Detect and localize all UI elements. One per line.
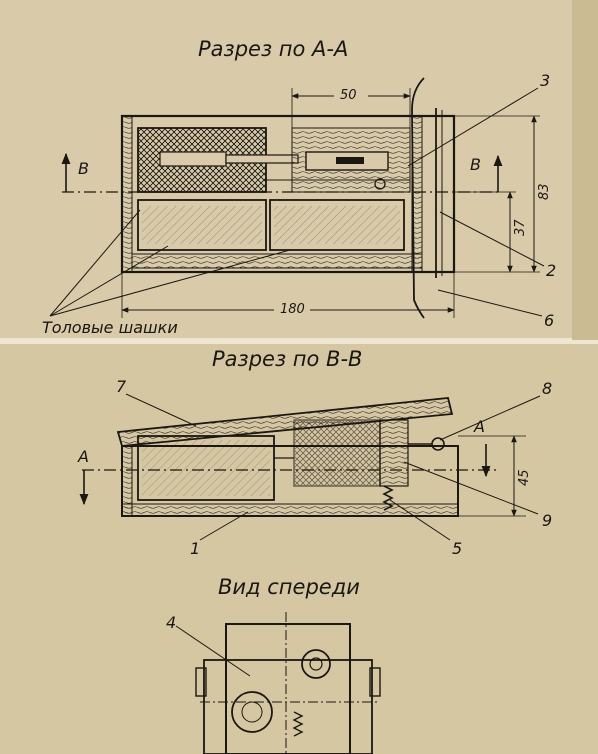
leader-4 (175, 625, 251, 677)
callout-9: 9 (542, 511, 552, 530)
pin-ring-icon (374, 178, 386, 190)
fuse-housing (379, 419, 409, 487)
callout-6: 6 (544, 311, 554, 330)
dim-180-bg (274, 301, 310, 315)
front-base-frame (203, 659, 373, 754)
fuse-cap-inner (309, 657, 323, 671)
charge-end-circle (231, 691, 273, 733)
section-aa-title: Разрез по А-А (198, 37, 348, 61)
charge-right-shading (274, 206, 400, 244)
leader-6 (437, 289, 543, 317)
cut-marker-b-right: В (470, 155, 481, 174)
leader-2 (439, 211, 545, 267)
section-bb: Разрез по В-В А А 45 7 8 (77, 347, 552, 558)
right-latch (369, 667, 381, 697)
callout-2: 2 (546, 261, 556, 280)
dimension-37: 37 (513, 219, 528, 236)
box-bb-left-wall (121, 445, 133, 517)
charge-end-inner (241, 701, 263, 723)
box-bb-bottom-board (121, 503, 459, 517)
fuse-cap-icon (301, 649, 331, 679)
callout-5: 5 (452, 539, 462, 558)
leader-3 (407, 87, 539, 167)
detonator-channel (159, 151, 227, 167)
callout-1: 1 (190, 539, 200, 558)
box-aa-bottom-board (131, 253, 423, 269)
dimension-45: 45 (517, 469, 532, 486)
fuse-striker (336, 157, 364, 164)
leader-tnt-2 (49, 245, 169, 317)
front-spring-icon (292, 711, 304, 737)
callout-4: 4 (166, 613, 176, 632)
page-edge-shadow (572, 0, 598, 340)
leader-9 (403, 461, 539, 515)
left-latch (195, 667, 207, 697)
front-view-title: Вид спереди (218, 575, 360, 599)
front-view: Вид спереди 4 (166, 575, 381, 754)
cut-marker-b-left: В (78, 159, 89, 178)
dimension-180: 180 (280, 302, 305, 317)
front-box-outline (225, 623, 351, 754)
leader-7 (125, 393, 197, 427)
charge-left-shading (142, 206, 262, 244)
cut-marker-a-right: А (473, 417, 485, 436)
spring-icon (382, 485, 394, 511)
explosive-charge-lower-right (269, 199, 405, 251)
tnt-annotation: Толовые шашки (42, 318, 178, 337)
fuse-block-bb (293, 419, 381, 487)
detonator-tube (225, 154, 299, 164)
panel-seam (0, 338, 598, 344)
section-bb-title: Разрез по В-В (212, 347, 362, 371)
callout-8: 8 (542, 379, 552, 398)
callout-3: 3 (540, 71, 550, 90)
cut-marker-a-left: А (77, 447, 89, 466)
lower-panel (0, 342, 598, 754)
leader-8 (439, 395, 541, 441)
charge-cylinder (137, 435, 275, 501)
dimension-83: 83 (537, 183, 552, 200)
lid-board (116, 397, 454, 447)
dim-50-bg (334, 87, 368, 101)
leader-tnt-1 (49, 209, 141, 317)
callout-7: 7 (116, 377, 127, 396)
box-aa-left-wall (121, 115, 133, 273)
dimension-50: 50 (340, 88, 357, 103)
leader-tnt-3 (49, 249, 291, 317)
charge-cylinder-shading (142, 440, 270, 496)
explosive-charge-lower-left (137, 199, 267, 251)
leader-5 (389, 499, 451, 541)
leader-1 (199, 511, 249, 541)
section-aa: Разрез по А-А В В (42, 37, 556, 337)
